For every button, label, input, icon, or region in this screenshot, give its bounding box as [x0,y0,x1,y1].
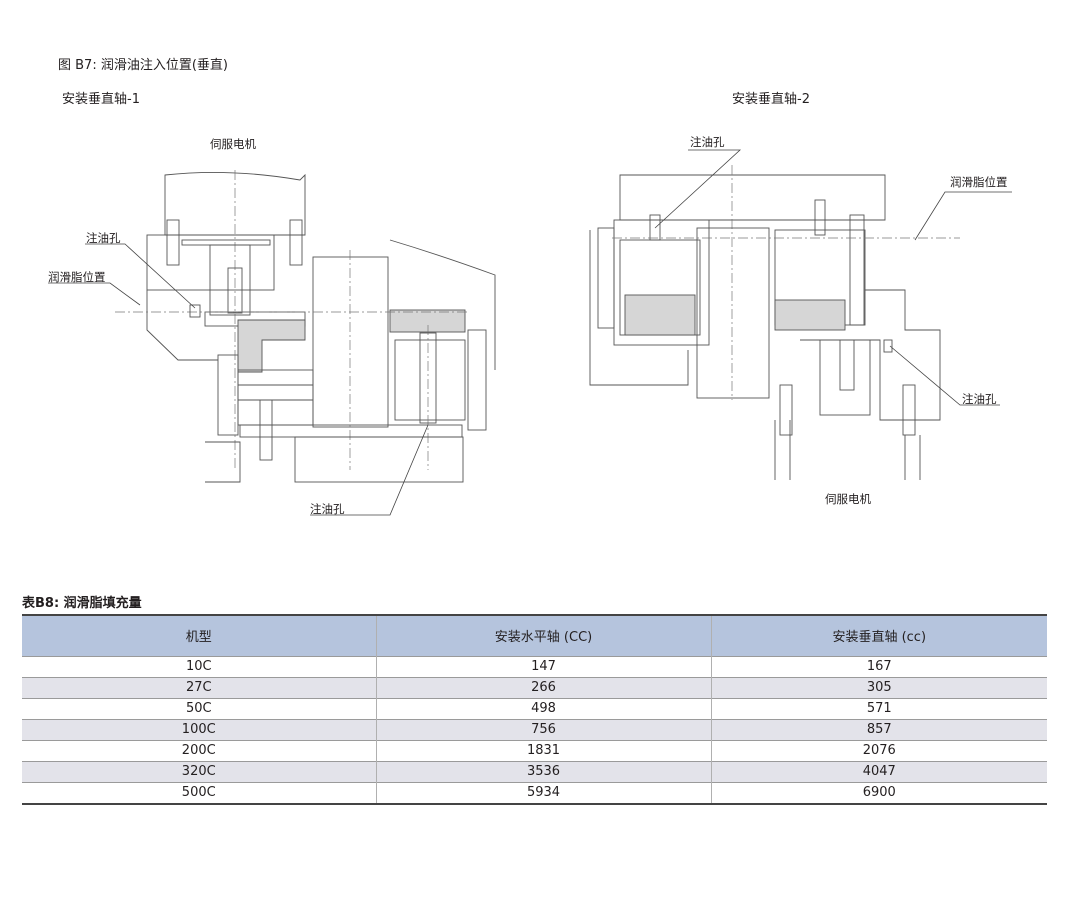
figure-title: 图 B7: 润滑油注入位置(垂直) [58,58,228,73]
cell-vertical: 571 [710,697,1047,719]
right-oil-hole-right-label: 注油孔 [962,392,997,406]
cell-model: 27C [22,676,376,698]
table-title: 表B8: 润滑脂填充量 [22,596,142,611]
cell-horizontal: 3536 [375,760,711,782]
right-drawing [589,149,1012,480]
cell-model: 10C [22,655,376,677]
table-header-row: 机型 安装水平轴 (CC) 安装垂直轴 (cc) [22,615,1047,656]
left-subtitle: 安装垂直轴-1 [62,92,140,107]
header-vertical: 安装垂直轴 (cc) [710,615,1047,656]
cell-vertical: 167 [710,655,1047,677]
left-drawing [48,170,496,516]
left-oil-hole-bottom-label: 注油孔 [310,502,345,516]
right-grease-position-label: 润滑脂位置 [950,175,1008,189]
cell-horizontal: 147 [375,655,711,677]
header-horizontal: 安装水平轴 (CC) [375,615,711,656]
cell-horizontal: 498 [375,697,711,719]
cell-horizontal: 5934 [375,781,711,804]
right-oil-hole-top-label: 注油孔 [690,135,725,149]
cell-horizontal: 756 [375,718,711,740]
header-model: 机型 [185,630,212,646]
cell-model: 500C [22,781,376,804]
cell-horizontal: 266 [375,676,711,698]
technical-drawing [48,149,1012,516]
cell-model: 100C [22,718,376,740]
cell-model: 50C [22,697,376,719]
cell-horizontal: 1831 [375,739,711,761]
right-motor-label: 伺服电机 [825,492,871,506]
cell-vertical: 305 [710,676,1047,698]
cell-vertical: 6900 [710,781,1047,804]
cell-vertical: 857 [710,718,1047,740]
cell-vertical: 4047 [710,760,1047,782]
right-subtitle: 安装垂直轴-2 [732,92,810,107]
left-oil-hole-top-label: 注油孔 [86,231,121,245]
cell-model: 200C [22,739,376,761]
cell-vertical: 2076 [710,739,1047,761]
cell-model: 320C [22,760,376,782]
left-motor-label: 伺服电机 [210,137,256,151]
left-grease-position-label: 润滑脂位置 [48,270,106,284]
